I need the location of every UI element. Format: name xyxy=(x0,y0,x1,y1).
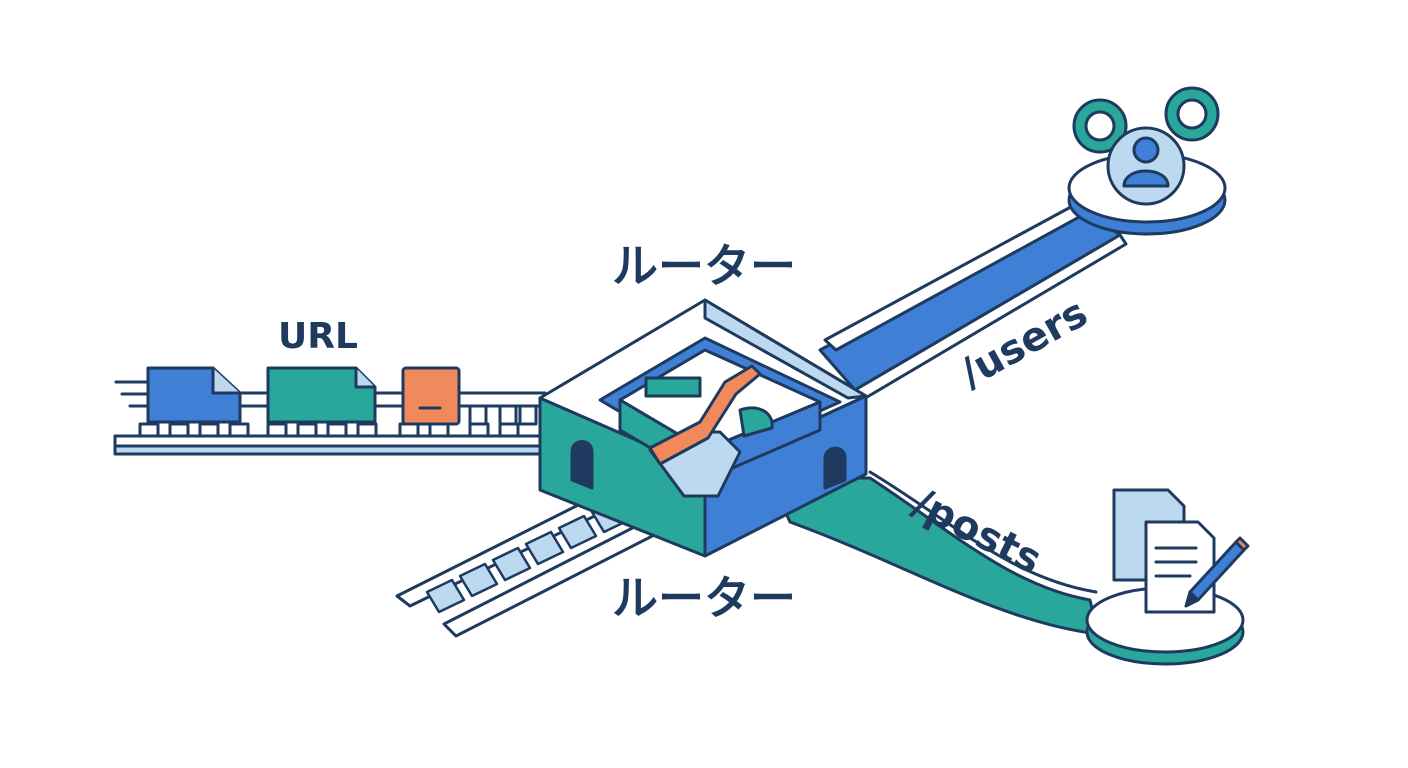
users-node xyxy=(1067,86,1227,236)
switch-lever xyxy=(644,364,774,466)
documents-pencil-icon xyxy=(1112,488,1250,614)
speed-lines xyxy=(114,380,148,408)
url-packet-blue xyxy=(146,366,242,424)
url-packet-teal xyxy=(266,366,377,424)
label-router-top: ルーター xyxy=(612,239,796,293)
label-url: URL xyxy=(278,316,358,357)
label-router-bottom: ルーター xyxy=(612,571,796,625)
url-packet-orange xyxy=(401,366,461,426)
users-group-icon xyxy=(1072,86,1220,206)
posts-node xyxy=(1085,488,1250,666)
users-route-track xyxy=(818,200,1128,402)
